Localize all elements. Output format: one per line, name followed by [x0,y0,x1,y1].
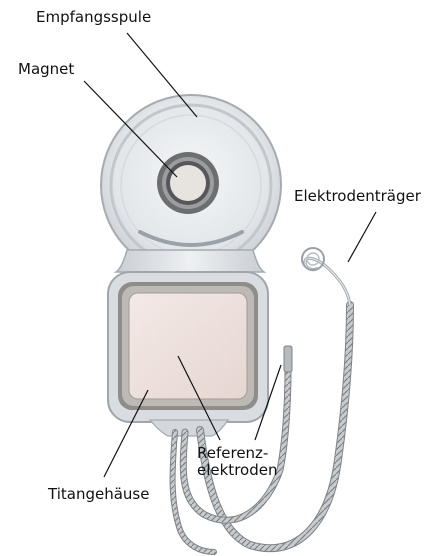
label-reference-electrodes-line2: elektroden [197,462,277,479]
label-reference-electrodes-line1: Referenz- [197,445,277,462]
label-receiver-coil: Empfangsspule [36,9,151,26]
label-magnet: Magnet [18,61,74,78]
label-reference-electrodes: Referenz- elektroden [197,445,277,479]
label-titanium-housing: Titangehäuse [48,486,149,503]
electrode-array-shape [302,248,350,305]
magnet-shape [157,152,219,214]
leader-array [348,212,376,262]
titanium-housing-shape [118,282,258,410]
reference-electrode-pin [284,346,292,372]
label-electrode-array: Elektrodenträger [294,188,421,205]
